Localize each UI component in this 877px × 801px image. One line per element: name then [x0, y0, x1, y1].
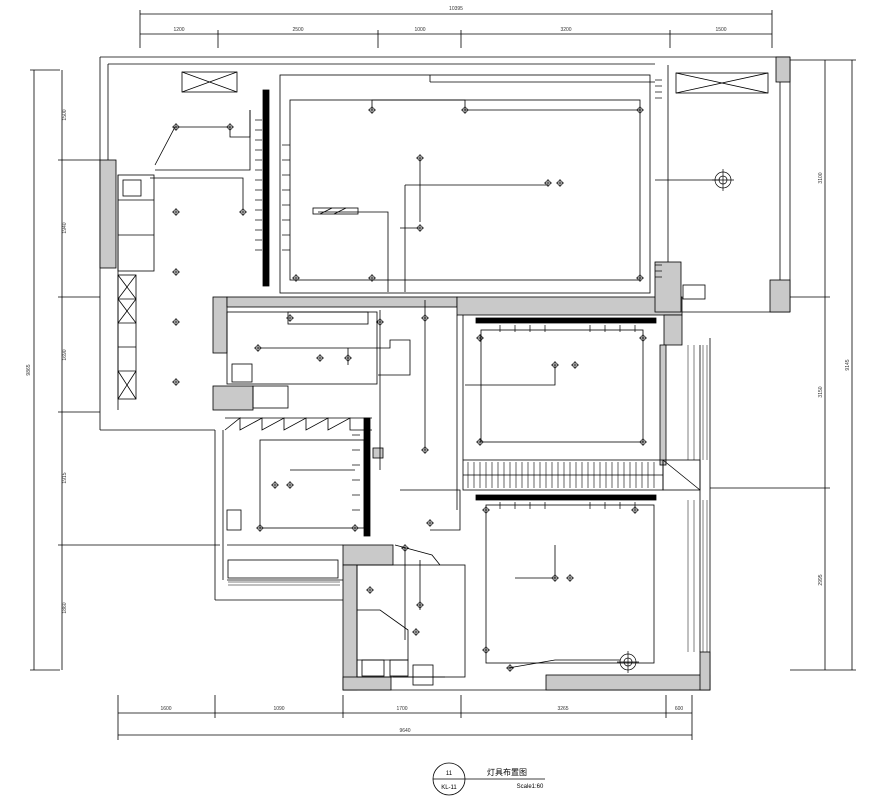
bottom-dimension-chain	[117, 695, 693, 740]
downlight-fixture	[344, 354, 352, 362]
downlight-fixture	[401, 544, 409, 552]
dim-left-3: 1690	[62, 349, 68, 360]
downlight-fixture	[416, 601, 424, 609]
downlight-fixture	[544, 179, 552, 187]
dim-top-3: 1000	[414, 27, 425, 33]
downlight-fixture	[551, 574, 559, 582]
downlight-fixture	[636, 106, 644, 114]
partitions	[117, 71, 769, 686]
downlight-fixture	[172, 208, 180, 216]
downlight-fixture	[292, 274, 300, 282]
downlight-fixture	[421, 314, 429, 322]
ceiling-lamp-fixture	[617, 651, 639, 673]
downlight-fixture	[636, 274, 644, 282]
downlight-fixture	[461, 106, 469, 114]
downlight-fixture	[426, 519, 434, 527]
downlight-fixture	[416, 224, 424, 232]
downlight-fixture	[506, 664, 514, 672]
downlight-fixture	[416, 154, 424, 162]
downlight-fixture	[631, 506, 639, 514]
downlight-fixture	[556, 179, 564, 187]
dim-right-1: 3100	[818, 172, 824, 183]
downlight-fixture	[551, 361, 559, 369]
title-block: 11 KL-11 灯具布置图 Scale1:60	[432, 762, 545, 796]
downlight-fixture	[566, 574, 574, 582]
downlight-fixture	[482, 646, 490, 654]
dim-bottom-2: 1090	[273, 706, 284, 712]
drawing-title: 灯具布置图	[487, 767, 527, 777]
dim-top-2: 2500	[292, 27, 303, 33]
dim-left-5: 1860	[62, 602, 68, 613]
linear-light-markers	[255, 79, 662, 511]
downlight-fixture	[571, 361, 579, 369]
dim-left-2: 1940	[62, 222, 68, 233]
downlight-fixture	[286, 314, 294, 322]
window-bands	[228, 345, 708, 652]
downlight-fixture	[639, 438, 647, 446]
downlight-fixture	[482, 506, 490, 514]
dim-left-4: 1915	[62, 472, 68, 483]
left-dimension-chain	[30, 69, 220, 671]
downlight-fixture	[271, 481, 279, 489]
downlight-fixture	[286, 481, 294, 489]
dim-bottom-3: 1700	[396, 706, 407, 712]
dim-left-overall: 9865	[26, 364, 32, 375]
downlight-fixture	[366, 586, 374, 594]
downlight-fixture	[421, 446, 429, 454]
downlight-fixture	[172, 268, 180, 276]
wiring	[150, 99, 720, 669]
dim-bottom-5: 600	[675, 706, 684, 712]
downlight-fixture	[412, 628, 420, 636]
downlight-fixture	[172, 378, 180, 386]
dim-top-overall: 10395	[449, 6, 463, 12]
light-fixtures	[172, 106, 734, 673]
downlight-fixture	[239, 208, 247, 216]
downlight-fixture	[639, 334, 647, 342]
title-symbol-bottom: KL-11	[441, 785, 457, 791]
downlight-fixture	[172, 123, 180, 131]
dim-top-1: 1200	[173, 27, 184, 33]
dim-right-3: 2995	[818, 574, 824, 585]
downlight-fixture	[172, 318, 180, 326]
walls	[99, 56, 791, 691]
dim-right-2: 3150	[818, 386, 824, 397]
downlight-fixture	[368, 106, 376, 114]
dim-top-5: 1500	[715, 27, 726, 33]
dim-right-overall: 9145	[845, 359, 851, 370]
dim-bottom-4: 3265	[557, 706, 568, 712]
dim-bottom-1: 1600	[160, 706, 171, 712]
wall-blocks	[99, 56, 791, 691]
wardrobe-hatch	[467, 462, 655, 488]
downlight-fixture	[476, 334, 484, 342]
dim-bottom-overall: 9640	[399, 728, 410, 734]
downlight-fixture	[226, 123, 234, 131]
downlight-fixture	[316, 354, 324, 362]
dimension-labels: 10395 1200 2500 1000 3200 1500 1600 1090…	[26, 6, 851, 734]
downlight-fixture	[476, 438, 484, 446]
ceiling-lamp-fixture	[712, 169, 734, 191]
drawing-scale: Scale1:60	[517, 784, 544, 790]
dim-top-4: 3200	[560, 27, 571, 33]
downlight-fixture	[351, 524, 359, 532]
top-dimension-chain	[139, 10, 773, 48]
downlight-fixture	[368, 274, 376, 282]
right-dimension-chain	[710, 59, 856, 671]
dim-left-1: 1500	[62, 109, 68, 120]
downlight-fixture	[376, 318, 384, 326]
downlight-fixture	[256, 524, 264, 532]
downlight-fixture	[254, 344, 262, 352]
title-symbol-top: 11	[446, 771, 453, 777]
